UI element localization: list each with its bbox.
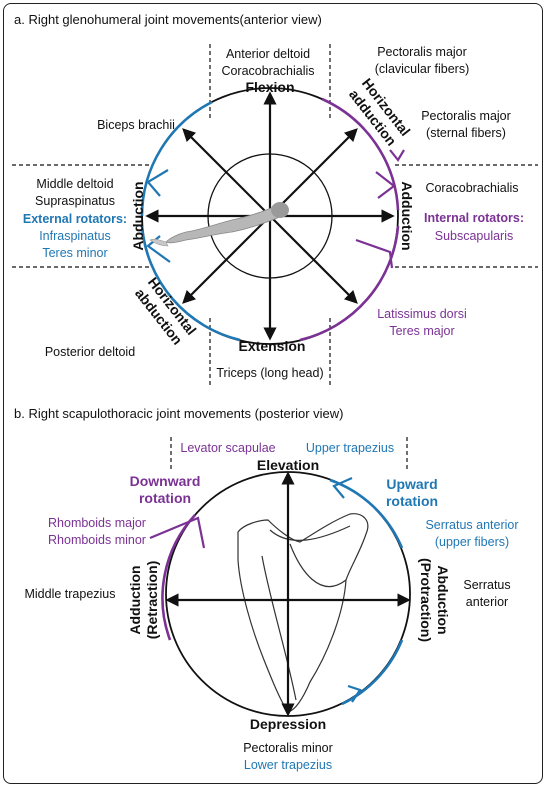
panel-b-chevrons	[149, 476, 362, 703]
panel-a-colored-arcs	[140, 97, 400, 342]
panel-a-arrows	[145, 91, 395, 341]
muscle-latissimus-dorsi: Latissimus dorsi	[377, 307, 467, 321]
label-horizontal-abduction: Horizontal abduction	[132, 274, 200, 348]
arrow-diag-lr	[269, 215, 358, 304]
muscle-upper-trapezius: Upper trapezius	[306, 441, 394, 455]
label-downward-rotation-1: Downward	[130, 473, 201, 489]
muscle-supraspinatus: Supraspinatus	[35, 194, 115, 208]
muscle-serratus-1: Serratus	[463, 578, 510, 592]
arc-right-lower-purple	[299, 225, 400, 342]
arm-illustration	[149, 202, 289, 247]
label-abduction-a: Abduction	[130, 181, 146, 250]
muscle-serratus-upper-2: (upper fibers)	[435, 535, 509, 549]
muscle-serratus-upper-1: Serratus anterior	[425, 518, 518, 532]
muscle-levator-scapulae: Levator scapulae	[180, 441, 275, 455]
arc-lower-right-blue	[341, 639, 404, 706]
scapula-illustration	[237, 513, 369, 713]
panel-b-title: b. Right scapulothoracic joint movements…	[14, 406, 343, 421]
muscle-anterior-deltoid: Anterior deltoid	[226, 47, 310, 61]
muscle-serratus-2: anterior	[466, 595, 508, 609]
panel-a-title: a. Right glenohumeral joint movements(an…	[14, 12, 322, 27]
label-horizontal-adduction: Horizontal adduction	[346, 75, 414, 149]
label-adduction-b-1: Adduction	[127, 565, 143, 634]
muscle-middle-deltoid: Middle deltoid	[36, 177, 113, 191]
panel-b-colored-arcs	[161, 478, 404, 706]
arc-left-blue	[140, 100, 213, 217]
label-adduction-retraction: Adduction (Retraction)	[127, 561, 160, 640]
label-depression: Depression	[250, 716, 326, 732]
muscle-infraspinatus: Infraspinatus	[39, 229, 111, 243]
internal-rotators-heading: Internal rotators:	[424, 211, 524, 225]
muscle-rhomboids-minor: Rhomboids minor	[48, 533, 146, 547]
label-abduction-protraction: Abduction (Protraction)	[418, 558, 451, 642]
chevron-right-upper	[375, 171, 396, 199]
muscle-coracobrachialis-top: Coracobrachialis	[221, 64, 314, 78]
muscle-pectoralis-minor: Pectoralis minor	[243, 741, 333, 755]
muscle-subscapularis: Subscapularis	[435, 229, 514, 243]
panel-b-arrows	[165, 471, 411, 717]
label-extension: Extension	[239, 338, 306, 354]
muscle-middle-trapezius: Middle trapezius	[24, 587, 115, 601]
muscle-lower-trapezius: Lower trapezius	[244, 758, 332, 772]
label-elevation: Elevation	[257, 457, 319, 473]
muscle-pec-major-clav-1: Pectoralis major	[377, 45, 467, 59]
chevron-downward-rotation	[149, 516, 206, 549]
chevron-right-lower	[355, 238, 394, 269]
muscle-pec-major-clav-2: (clavicular fibers)	[375, 62, 469, 76]
arc-right-purple	[321, 97, 400, 211]
external-rotators-heading: External rotators:	[23, 212, 127, 226]
arrow-diag-ll	[182, 215, 271, 304]
muscle-coracobrachialis-right: Coracobrachialis	[425, 181, 518, 195]
label-adduction-a: Adduction	[399, 181, 415, 250]
muscle-pec-major-sternal-2: (sternal fibers)	[426, 126, 506, 140]
muscle-teres-major: Teres major	[389, 324, 454, 338]
label-abduction-b-2: (Protraction)	[418, 558, 434, 642]
muscle-teres-minor: Teres minor	[42, 246, 107, 260]
arrow-diag-ul	[182, 128, 271, 217]
figure-frame	[3, 3, 543, 784]
arc-left-lower-blue	[140, 225, 241, 342]
muscle-triceps: Triceps (long head)	[216, 366, 323, 380]
muscle-pec-major-sternal-1: Pectoralis major	[421, 109, 511, 123]
label-upward-rotation-2: rotation	[386, 493, 438, 509]
label-downward-rotation-2: rotation	[139, 490, 191, 506]
chevron-left-upper	[146, 169, 169, 197]
label-abduction-b-1: Abduction	[435, 565, 451, 634]
muscle-rhomboids-major: Rhomboids major	[48, 516, 146, 530]
chevron-upward-rotation	[332, 476, 353, 499]
panel-b-dividers	[170, 437, 408, 472]
arc-left-purple	[161, 514, 196, 641]
chevron-top-right	[389, 149, 405, 162]
arrow-diag-ur	[269, 128, 358, 217]
muscle-biceps-brachii: Biceps brachii	[97, 118, 175, 132]
label-adduction-b-2: (Retraction)	[144, 561, 160, 640]
muscle-posterior-deltoid: Posterior deltoid	[45, 345, 135, 359]
label-flexion: Flexion	[245, 79, 294, 95]
chevron-lower-trapezius	[347, 684, 362, 703]
label-upward-rotation-1: Upward	[386, 476, 437, 492]
panel-a-dividers	[12, 44, 538, 385]
